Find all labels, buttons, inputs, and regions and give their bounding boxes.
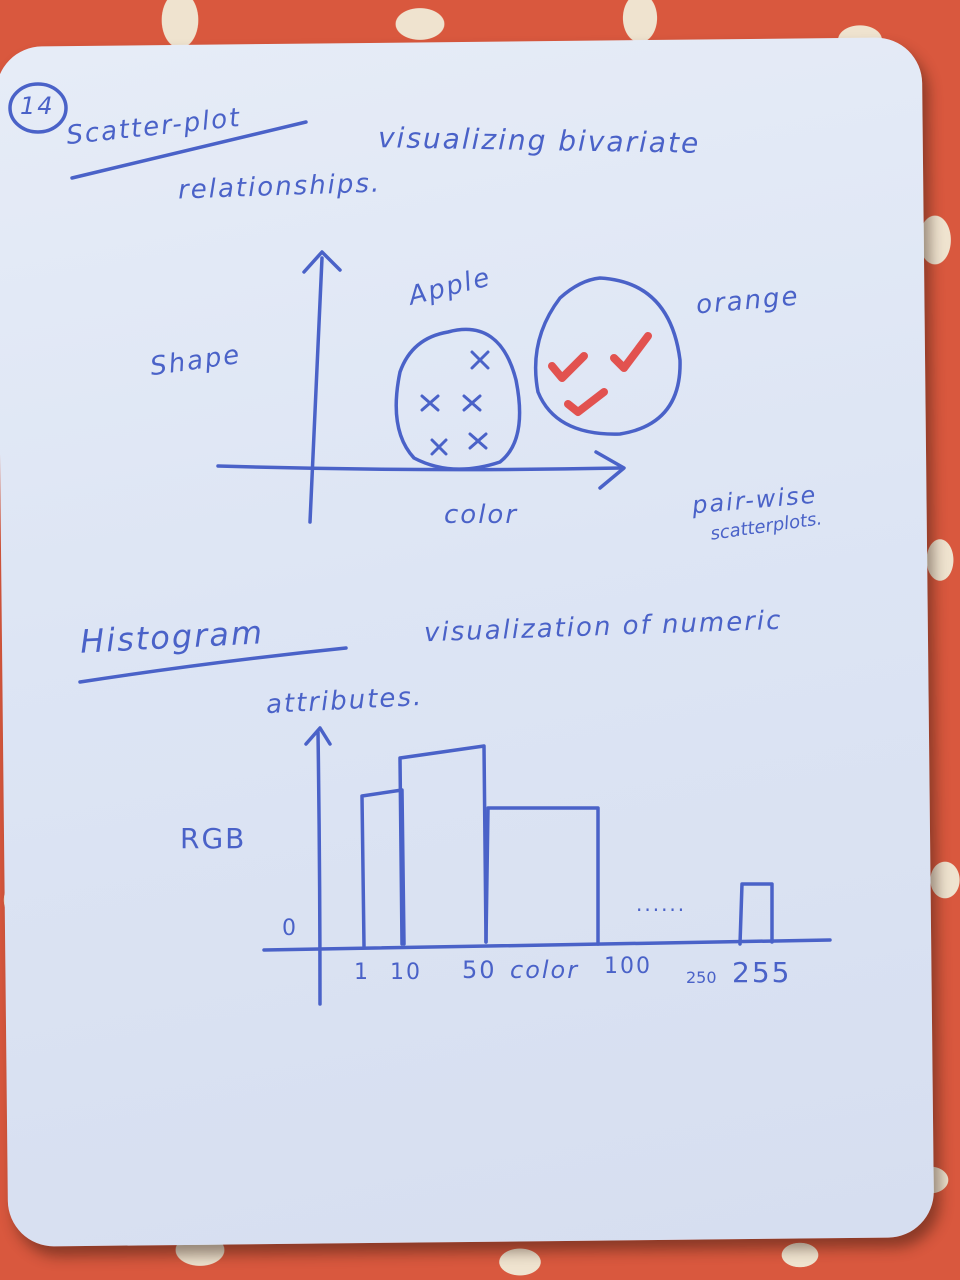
- histogram-ellipsis: ......: [636, 892, 687, 916]
- hist-bar-3: [484, 806, 600, 946]
- orange-check-marks: [548, 332, 652, 416]
- histogram-x-axis-label: color: [510, 956, 580, 984]
- histogram-zero-label: 0: [282, 916, 298, 941]
- scatter-x-axis: [216, 464, 624, 472]
- scatter-x-arrow: [594, 450, 626, 490]
- histogram-tick-255: 255: [732, 956, 792, 989]
- histogram-heading-underline: [78, 646, 348, 684]
- apple-x-marks: [420, 350, 490, 456]
- hist-bar-1: [360, 788, 406, 948]
- histogram-tick-250: 250: [686, 968, 717, 987]
- scatter-y-arrow: [302, 250, 342, 274]
- histogram-y-arrow: [304, 726, 332, 746]
- scatter-heading-underline: [70, 120, 308, 180]
- number-circle: [8, 82, 68, 134]
- histogram-y-axis-label: RGB: [180, 822, 247, 855]
- apple-cluster-boundary: [394, 327, 522, 471]
- histogram-tick-1: 1: [354, 960, 370, 985]
- scatter-y-axis: [308, 256, 324, 524]
- hist-bar-2: [398, 744, 488, 946]
- histogram-y-axis: [316, 730, 322, 1006]
- scatter-description-line-1: visualizing bivariate: [377, 121, 701, 160]
- histogram-tick-10: 10: [390, 960, 422, 985]
- hist-bar-4: [738, 882, 774, 946]
- histogram-x-axis: [262, 938, 832, 952]
- histogram-tick-100: 100: [604, 954, 652, 979]
- scatter-x-axis-label: color: [444, 500, 519, 530]
- histogram-tick-50: 50: [462, 956, 497, 984]
- note-number: 14: [20, 92, 55, 120]
- orange-cluster-boundary: [533, 276, 682, 436]
